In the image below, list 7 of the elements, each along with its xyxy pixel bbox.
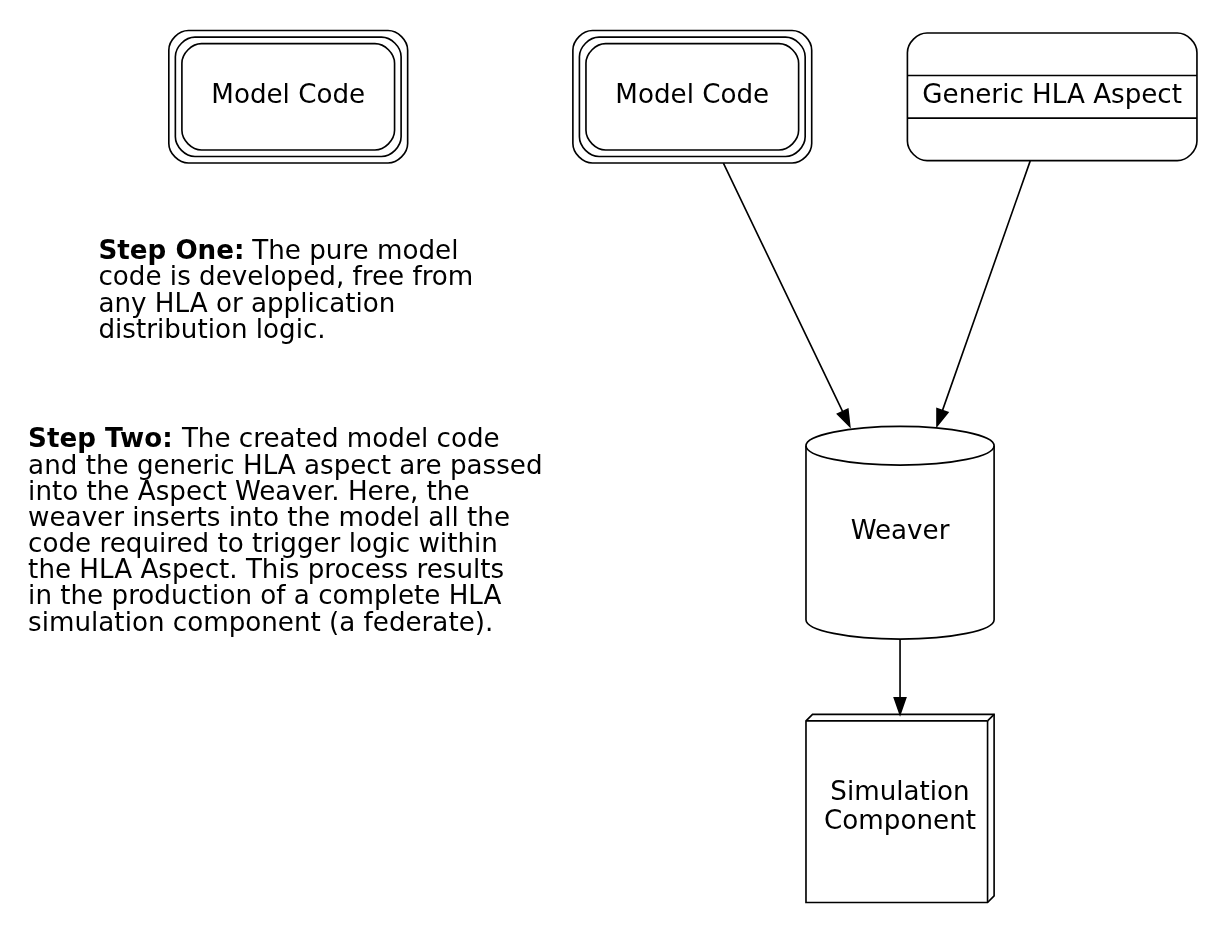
node-box: Model Code — [168, 29, 409, 164]
node-box: Model Code — [572, 29, 813, 164]
arrow — [893, 638, 907, 717]
label: Step Two: The created model code and the generic HLA aspect are passed into the Aspect Weaver. Here, the weaver inserts into the model all the code required to trigger logic within the HLA Aspect. This process results in the production of a complete HLA simulation component (a federate). — [28, 422, 543, 637]
label: Step One: The pure model code is developed, free from any HLA or application distribution logic. — [98, 234, 474, 344]
arrow — [936, 159, 1032, 428]
arrow — [722, 161, 851, 429]
